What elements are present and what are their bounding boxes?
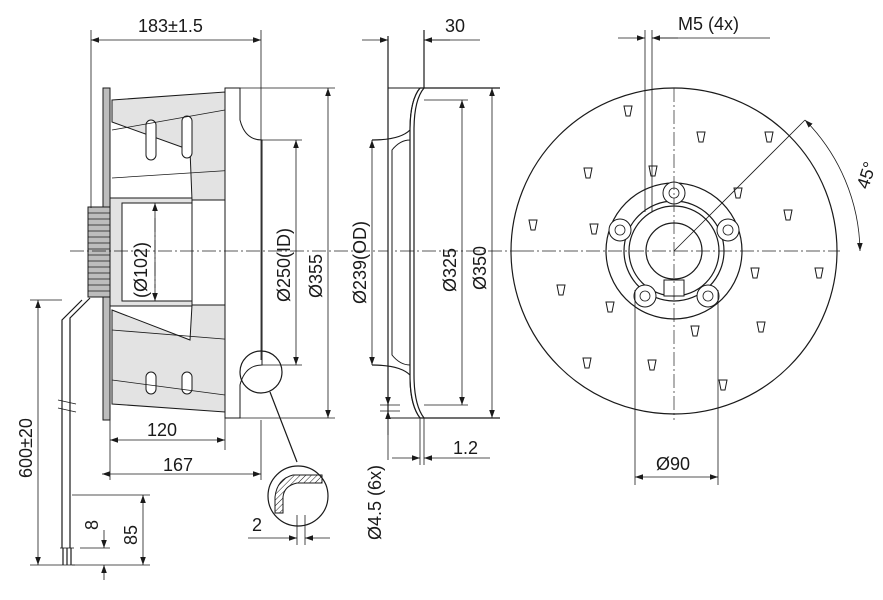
- ring-outer: [409, 87, 421, 419]
- ring-dimensions: [362, 37, 495, 465]
- detail-view: [267, 465, 329, 527]
- side-view: [57, 87, 329, 565]
- dim-167: 167: [163, 455, 193, 475]
- rivet-marks: [528, 105, 824, 391]
- side-dimensions: [30, 30, 335, 580]
- impeller-lower: [111, 304, 241, 413]
- dim-holes: Ø4.5 (6x): [365, 465, 385, 540]
- front-dimensions: [618, 30, 863, 485]
- dim-85: 85: [121, 525, 141, 545]
- dim-outlet-od: Ø239(OD): [350, 221, 370, 304]
- dim-thread: M5 (4x): [678, 14, 739, 34]
- ring-section: [371, 30, 500, 419]
- dim-2: 2: [252, 515, 262, 535]
- dim-ring-width: 30: [445, 16, 465, 36]
- dim-inlet-id: Ø250(ID): [274, 228, 294, 302]
- impeller-upper: [111, 91, 241, 201]
- dim-thickness: 1.2: [453, 438, 478, 458]
- detail-leader: [269, 391, 298, 463]
- detail-hatch: [274, 474, 323, 514]
- dim-355: Ø355: [306, 254, 326, 298]
- dim-angle: 45°: [853, 159, 880, 191]
- cable: [69, 297, 91, 548]
- dim-325: Ø325: [440, 248, 460, 292]
- dim-120: 120: [147, 420, 177, 440]
- dim-cable-length: 600±20: [16, 418, 36, 478]
- dim-90: Ø90: [656, 454, 690, 474]
- dim-350: Ø350: [470, 246, 490, 290]
- dim-overall-depth: 183±1.5: [138, 16, 203, 36]
- front-view: [510, 87, 840, 420]
- motor-fins: [87, 206, 111, 298]
- inlet-ring: [224, 87, 263, 419]
- dim-hub: (Ø102): [131, 242, 151, 298]
- dim-8: 8: [82, 520, 102, 530]
